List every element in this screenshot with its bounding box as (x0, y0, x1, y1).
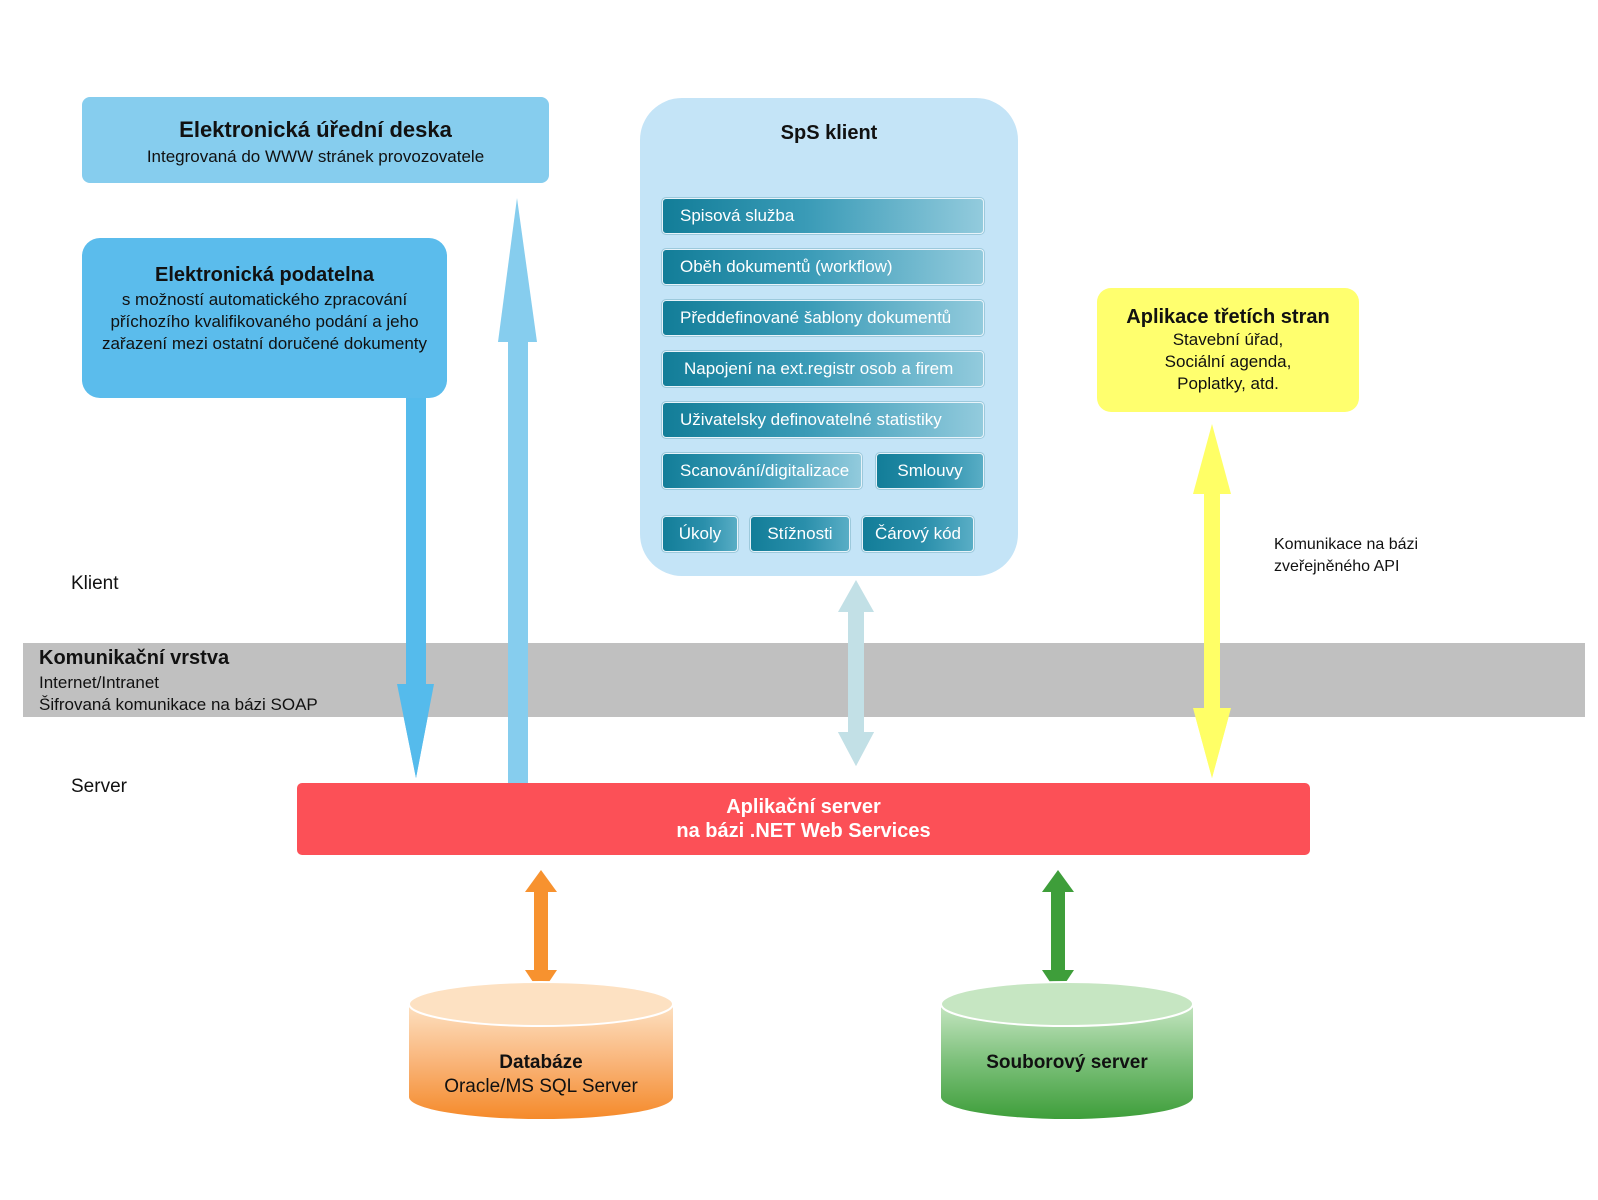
treti-strany-title: Aplikace třetích stran (1126, 306, 1330, 328)
module-ukoly: Úkoly (662, 516, 738, 552)
klient-label: Klient (71, 573, 119, 594)
module-scanovani: Scanování/digitalizace (662, 453, 862, 489)
komunikacni-vrstva-title: Komunikační vrstva (39, 647, 230, 669)
server-label: Server (71, 776, 127, 797)
module-napojeni-registr: Napojení na ext.registr osob a firem (662, 351, 984, 387)
uredni-deska-title: Elektronická úřední deska (179, 117, 452, 142)
module-stiznosti: Stížnosti (750, 516, 850, 552)
module-obeh-dokumentu: Oběh dokumentů (workflow) (662, 249, 984, 285)
aplikacni-server-line1: Aplikační server (726, 796, 881, 818)
api-double-arrow (1193, 424, 1231, 778)
module-spisova-sluzba: Spisová služba (662, 198, 984, 234)
treti-strany-box: Aplikace třetích stran Stavební úřad, So… (1097, 288, 1359, 412)
sps-klient-box: SpS klient Spisová služba Oběh dokumentů… (640, 98, 1018, 576)
databaze-label: Databáze Oracle/MS SQL Server (409, 1052, 673, 1098)
database-cylinder (408, 981, 674, 1119)
databaze-subtitle: Oracle/MS SQL Server (444, 1076, 638, 1097)
module-sablony: Předdefinované šablony dokumentů (662, 300, 984, 336)
module-carovy-kod: Čárový kód (862, 516, 974, 552)
aplikacni-server-line2: na bázi .NET Web Services (676, 820, 931, 842)
uredni-deska-subtitle: Integrovaná do WWW stránek provozovatele (146, 147, 485, 166)
aplikacni-server-box: Aplikační server na bázi .NET Web Servic… (297, 783, 1310, 855)
module-statistiky: Uživatelsky definovatelné statistiky (662, 402, 984, 438)
souborovy-server-title: Souborový server (986, 1052, 1148, 1073)
files-double-arrow (1042, 870, 1074, 994)
module-smlouvy: Smlouvy (876, 453, 984, 489)
sps-klient-title: SpS klient (780, 122, 878, 144)
treti-strany-description: Stavební úřad, Sociální agenda, Poplatky… (1164, 330, 1292, 393)
databaze-title: Databáze (499, 1052, 583, 1073)
komunikacni-vrstva-line1: Internet/Intranet (39, 673, 160, 692)
podatelna-title: Elektronická podatelna (155, 264, 374, 286)
podatelna-box: Elektronická podatelna s možností automa… (82, 238, 447, 398)
file-server-cylinder (940, 981, 1194, 1119)
uredni-deska-box: Elektronická úřední deska Integrovaná do… (82, 97, 549, 183)
podatelna-description: s možností automatického zpracování příc… (101, 290, 428, 353)
api-label: Komunikace na bázi zveřejněného API (1274, 536, 1419, 575)
komunikacni-vrstva-band: Komunikační vrstva Internet/Intranet Šif… (23, 643, 1585, 717)
komunikacni-vrstva-line2: Šifrovaná komunikace na bázi SOAP (39, 695, 318, 714)
db-double-arrow (525, 870, 557, 994)
podatelna-down-arrow (397, 395, 434, 778)
